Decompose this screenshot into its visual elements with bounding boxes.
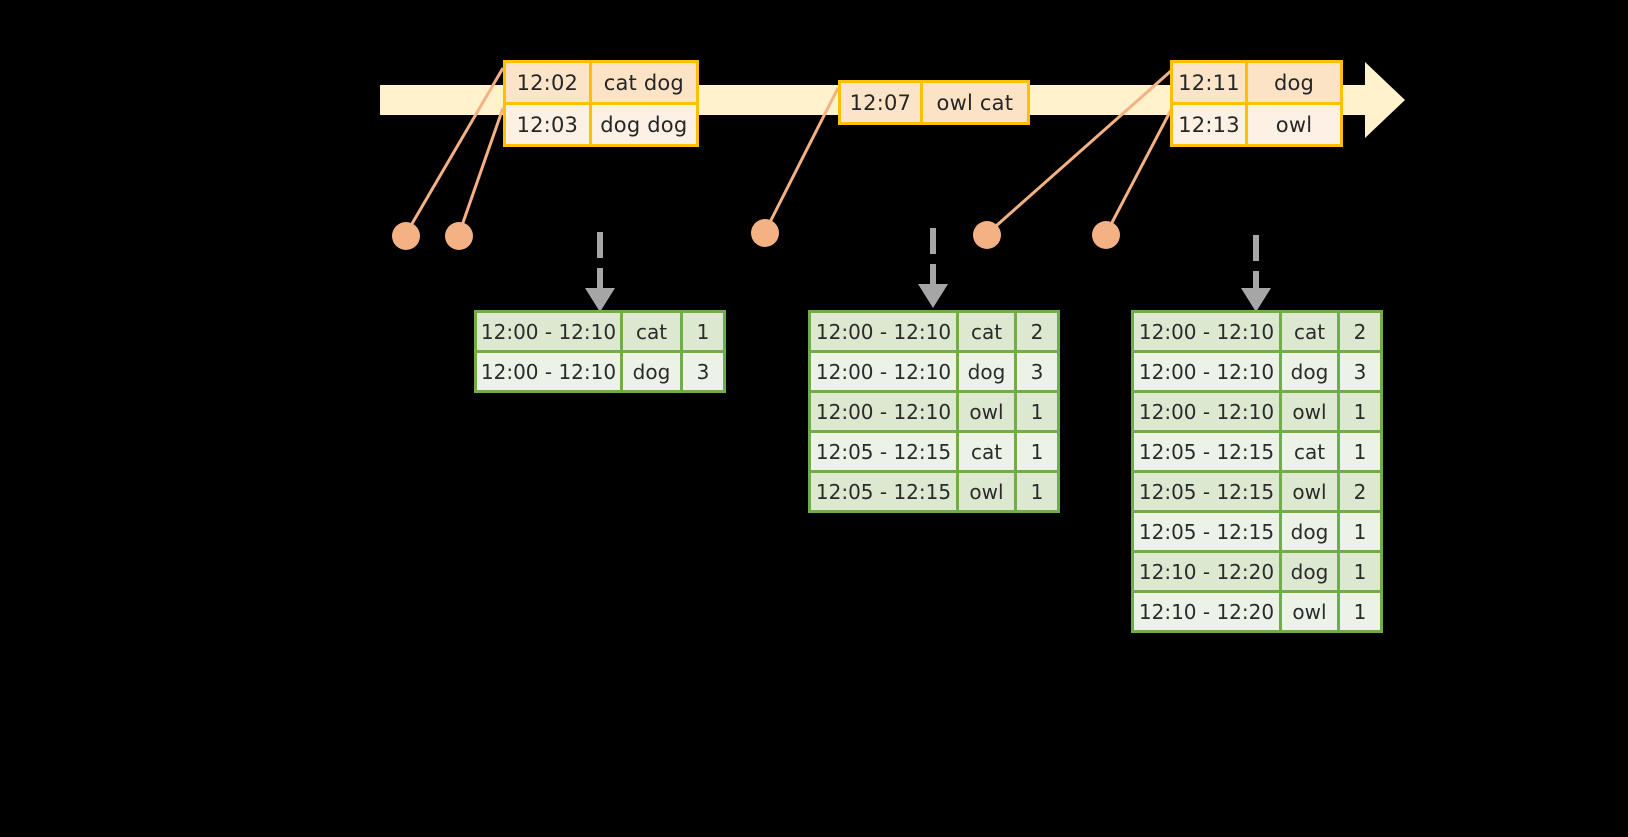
cell-word: dog [1282,353,1340,390]
arrowhead-2-icon [918,284,948,308]
cell-window: 12:00 - 12:10 [1134,353,1282,390]
dot-1203-icon [445,222,473,250]
cell-count: 1 [1340,393,1380,430]
cell-window: 12:00 - 12:10 [477,353,623,390]
cell-count: 3 [1017,353,1057,390]
event-row[interactable]: 12:02 cat dog [506,63,696,102]
cell-word: owl [959,473,1017,510]
event-row[interactable]: 12:07 owl cat [841,83,1027,122]
event-group-1[interactable]: 12:02 cat dog 12:03 dog dog [503,60,699,147]
arrowhead-3-icon [1241,288,1271,312]
table-row[interactable]: 12:10 - 12:20 owl 1 [1134,593,1380,630]
event-time: 12:07 [841,83,923,122]
arrowhead-1-icon [585,288,615,312]
cell-window: 12:05 - 12:15 [811,473,959,510]
event-time: 12:02 [506,63,592,102]
cell-window: 12:00 - 12:10 [1134,393,1282,430]
table-row[interactable]: 12:05 - 12:15 dog 1 [1134,513,1380,553]
event-words: dog dog [591,105,696,144]
event-group-3[interactable]: 12:11 dog 12:13 owl [1170,60,1343,147]
event-time: 12:03 [506,105,592,144]
table-row[interactable]: 12:05 - 12:15 owl 1 [811,473,1057,510]
table-row[interactable]: 12:05 - 12:15 cat 1 [1134,433,1380,473]
cell-window: 12:05 - 12:15 [811,433,959,470]
table-row[interactable]: 12:05 - 12:15 cat 1 [811,433,1057,473]
event-group-2[interactable]: 12:07 owl cat [838,80,1030,125]
cell-count: 1 [1017,473,1057,510]
cell-window: 12:05 - 12:15 [1134,433,1282,470]
cell-window: 12:10 - 12:20 [1134,593,1282,630]
table-row[interactable]: 12:00 - 12:10 cat 2 [811,313,1057,353]
event-words: cat dog [591,63,696,102]
cell-word: cat [959,433,1017,470]
result-arrows [597,228,1259,292]
cell-count: 3 [1340,353,1380,390]
cell-window: 12:05 - 12:15 [1134,513,1282,550]
cell-window: 12:00 - 12:10 [477,313,623,350]
result-arrowheads [585,284,1271,312]
cell-count: 1 [1340,593,1380,630]
cell-window: 12:00 - 12:10 [1134,313,1282,350]
event-row[interactable]: 12:11 dog [1173,63,1340,102]
cell-count: 1 [683,313,723,350]
cell-word: owl [1282,473,1340,510]
table-row[interactable]: 12:00 - 12:10 owl 1 [1134,393,1380,433]
cell-word: dog [1282,553,1340,590]
dot-1211-icon [973,221,1001,249]
dot-1213-icon [1092,221,1120,249]
cell-word: owl [1282,593,1340,630]
event-words: dog [1248,63,1340,102]
cell-word: dog [623,353,683,390]
result-table-3[interactable]: 12:00 - 12:10 cat 2 12:00 - 12:10 dog 3 … [1131,310,1383,633]
cell-word: dog [959,353,1017,390]
leader-line-1202 [404,67,505,235]
cell-window: 12:10 - 12:20 [1134,553,1282,590]
cell-count: 1 [1340,513,1380,550]
table-row[interactable]: 12:00 - 12:10 dog 3 [1134,353,1380,393]
cell-count: 2 [1340,313,1380,350]
cell-window: 12:00 - 12:10 [811,353,959,390]
table-row[interactable]: 12:10 - 12:20 dog 1 [1134,553,1380,593]
cell-word: owl [959,393,1017,430]
cell-count: 1 [1017,433,1057,470]
leader-line-1203 [457,107,505,235]
table-row[interactable]: 12:00 - 12:10 cat 1 [477,313,723,353]
cell-window: 12:05 - 12:15 [1134,473,1282,510]
leader-line-1207 [763,87,840,233]
event-words: owl [1248,105,1340,144]
result-table-2[interactable]: 12:00 - 12:10 cat 2 12:00 - 12:10 dog 3 … [808,310,1060,513]
cell-count: 2 [1340,473,1380,510]
cell-word: cat [1282,313,1340,350]
event-time: 12:13 [1173,105,1248,144]
cell-word: cat [1282,433,1340,470]
event-row[interactable]: 12:13 owl [1173,102,1340,144]
cell-count: 2 [1017,313,1057,350]
event-dots [392,219,1120,250]
event-row[interactable]: 12:03 dog dog [506,102,696,144]
cell-word: dog [1282,513,1340,550]
table-row[interactable]: 12:00 - 12:10 cat 2 [1134,313,1380,353]
cell-word: cat [959,313,1017,350]
leader-line-1213 [1104,107,1174,235]
result-table-1[interactable]: 12:00 - 12:10 cat 1 12:00 - 12:10 dog 3 [474,310,726,393]
cell-word: cat [623,313,683,350]
cell-count: 1 [1340,553,1380,590]
table-row[interactable]: 12:00 - 12:10 dog 3 [811,353,1057,393]
cell-count: 1 [1017,393,1057,430]
cell-window: 12:00 - 12:10 [811,313,959,350]
cell-window: 12:00 - 12:10 [811,393,959,430]
table-row[interactable]: 12:00 - 12:10 owl 1 [811,393,1057,433]
dot-1202-icon [392,222,420,250]
table-row[interactable]: 12:00 - 12:10 dog 3 [477,353,723,390]
dot-1207-icon [751,219,779,247]
cell-count: 3 [683,353,723,390]
cell-count: 1 [1340,433,1380,470]
table-row[interactable]: 12:05 - 12:15 owl 2 [1134,473,1380,513]
cell-word: owl [1282,393,1340,430]
event-time: 12:11 [1173,63,1248,102]
event-words: owl cat [922,83,1027,122]
